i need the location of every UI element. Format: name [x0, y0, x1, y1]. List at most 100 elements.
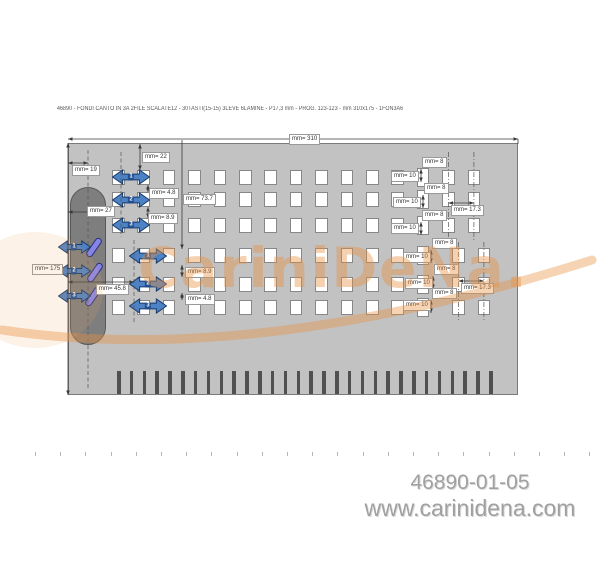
comb-slot	[129, 371, 134, 394]
ruler-tick	[362, 452, 364, 456]
dim-label-height: mm= 175	[32, 264, 64, 275]
key-hole	[213, 170, 227, 185]
dim-label-g1_w1: mm= 10	[391, 171, 419, 182]
ruler-tick	[312, 452, 314, 456]
key-hole	[239, 218, 252, 233]
key-row-arrow-1: 1	[128, 248, 168, 264]
comb-slot	[155, 371, 159, 394]
dim-label-lower_offset: mm= 45.8	[96, 284, 129, 295]
key-hole	[366, 248, 379, 263]
key-hole	[213, 300, 227, 315]
comb-slot	[360, 371, 365, 394]
dim-label-top_offset: mm= 22	[142, 152, 170, 163]
key-hole	[188, 277, 201, 292]
ruler-tick	[211, 452, 213, 456]
comb-slot	[489, 371, 493, 394]
comb-slot	[463, 371, 467, 394]
key-hole	[188, 218, 201, 233]
key-hole	[264, 277, 277, 292]
comb-slot	[386, 371, 390, 394]
dim-label-g2_h2: mm= 8	[434, 264, 459, 275]
ruler-tick	[110, 452, 112, 456]
key-hole	[264, 170, 277, 185]
key-hole	[366, 277, 379, 292]
key-hole	[264, 300, 277, 315]
key-hole	[239, 277, 252, 292]
ruler-tick	[261, 452, 263, 456]
dim-label-g1_w3: mm= 10	[391, 223, 419, 234]
arrow-number: 1	[144, 252, 152, 260]
arrow-number: 2	[144, 280, 152, 288]
arrow-number: 3	[127, 221, 135, 229]
ruler-tick	[60, 452, 62, 456]
ruler-tick	[539, 452, 540, 456]
footer-stamp: 46890-01-05 www.carinidena.com	[320, 470, 616, 521]
arrow-number: 1	[70, 243, 78, 251]
ruler-tick	[337, 452, 339, 456]
dim-label-gap_a: mm= 4.8	[149, 188, 179, 199]
ruler-tick	[287, 452, 288, 456]
comb-slot	[335, 371, 339, 394]
key-hole	[112, 248, 125, 263]
comb-slot	[193, 371, 198, 394]
key-row-arrow-2: 2	[57, 264, 91, 278]
key-hole	[340, 277, 354, 292]
key-hole	[366, 192, 379, 207]
key-hole	[264, 248, 277, 263]
ruler-tick	[85, 452, 87, 456]
ruler-tick	[589, 452, 591, 456]
key-hole	[467, 170, 481, 185]
key-row-arrow-1: 1	[111, 169, 151, 185]
key-hole	[315, 248, 328, 263]
key-hole	[340, 218, 354, 233]
key-hole	[340, 248, 354, 263]
key-hole	[213, 218, 227, 233]
comb-slot	[117, 371, 121, 394]
key-hole	[452, 300, 465, 315]
dim-label-mid_height: mm= 73.7	[183, 194, 216, 205]
key-hole	[289, 170, 303, 185]
dim-label-g2_pitch: mm= 17.3	[461, 283, 494, 294]
website-url: www.carinidena.com	[364, 495, 576, 521]
comb-slot	[373, 371, 378, 394]
ruler-tick	[186, 452, 188, 456]
key-row-arrow-1: 1	[57, 240, 91, 254]
key-row-arrow-3: 3	[111, 217, 151, 233]
comb-slot	[322, 371, 326, 394]
dim-label-gap_b: mm= 8.9	[148, 213, 178, 224]
ruler-tick	[387, 452, 389, 456]
dim-label-g1_h2: mm= 8	[424, 183, 449, 194]
comb-slot	[206, 371, 211, 394]
dim-label-g1_w2: mm= 10	[393, 197, 421, 208]
key-hole	[340, 192, 354, 207]
comb-slot	[258, 371, 262, 394]
comb-slot	[296, 371, 301, 394]
dim-label-slot_width: mm= 27	[87, 206, 115, 217]
comb-slot	[219, 371, 224, 394]
key-hole	[289, 218, 303, 233]
comb-slot	[270, 371, 275, 394]
comb-slot	[424, 371, 429, 394]
comb-slot	[450, 371, 455, 394]
drawing-title: 46890 - FONDI CANTO IN 3A 2FILE SCALATE1…	[57, 106, 404, 112]
ruler-tick	[161, 452, 162, 456]
dim-label-g1_h1: mm= 8	[422, 157, 447, 168]
comb-slot	[283, 371, 288, 394]
key-hole	[239, 248, 252, 263]
key-hole	[264, 218, 277, 233]
dim-label-g2_w1: mm= 10	[403, 252, 431, 263]
key-hole	[467, 218, 481, 233]
key-hole	[340, 170, 354, 185]
arrow-number: 1	[127, 173, 135, 181]
ruler-tick	[463, 452, 465, 456]
key-hole	[188, 248, 201, 263]
dim-label-lower_gap_a: mm= 8.9	[185, 267, 215, 278]
ruler-tick	[513, 452, 515, 456]
dim-label-g1_h3: mm= 8	[422, 210, 447, 221]
ruler-tick	[236, 452, 238, 456]
key-hole	[315, 300, 328, 315]
key-hole	[289, 277, 303, 292]
comb-slot	[181, 371, 185, 394]
ruler-tick	[438, 452, 440, 456]
